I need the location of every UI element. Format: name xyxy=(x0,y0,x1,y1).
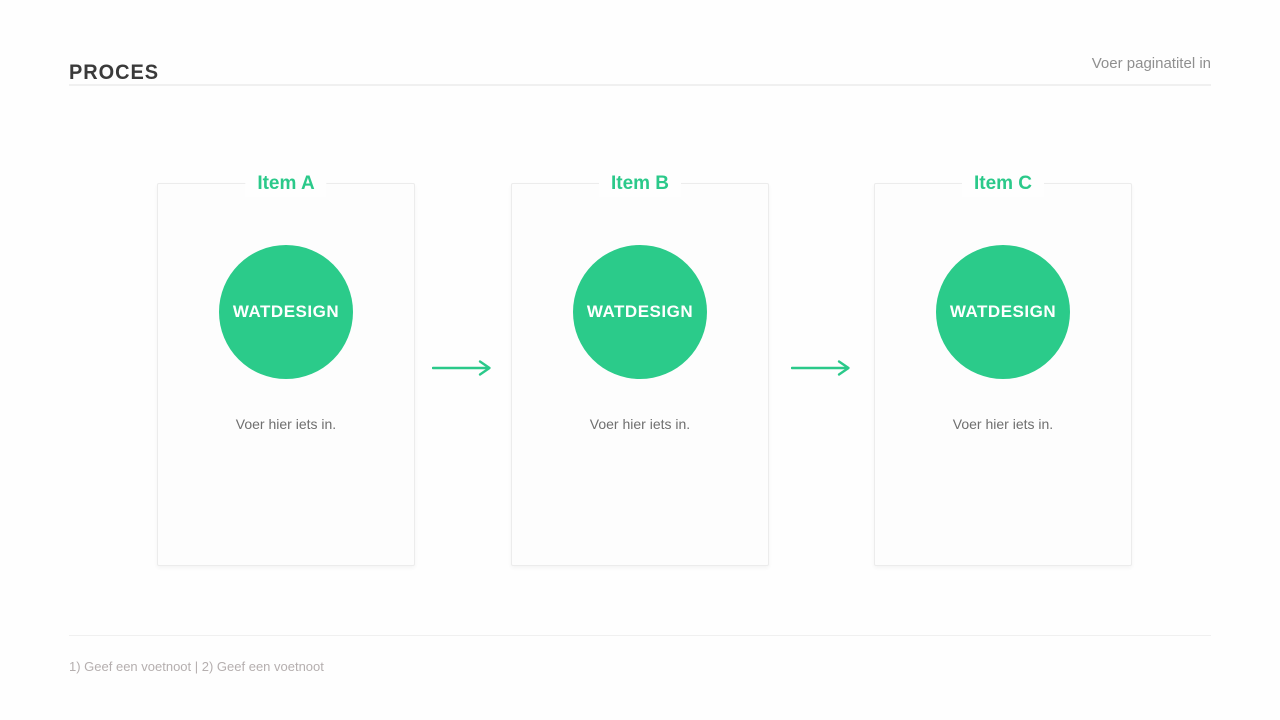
card-b-circle-text: WATDESIGN xyxy=(586,302,694,321)
card-b-label[interactable]: Item B xyxy=(598,171,682,197)
card-a-circle[interactable]: WATDESIGN xyxy=(219,245,353,379)
footer-divider xyxy=(69,635,1211,636)
card-b-circle[interactable]: WATDESIGN xyxy=(573,245,707,379)
footnote-placeholder[interactable]: 1) Geef een voetnoot | 2) Geef een voetn… xyxy=(69,659,324,674)
page-title-placeholder[interactable]: Voer paginatitel in xyxy=(1091,55,1211,72)
card-c-circle-text: WATDESIGN xyxy=(949,302,1057,321)
arrow-right-icon xyxy=(432,360,491,376)
process-card-a[interactable]: Item A WATDESIGN Voer hier iets in. xyxy=(157,171,415,566)
card-a-label[interactable]: Item A xyxy=(245,171,327,197)
header-divider xyxy=(69,84,1211,86)
card-c-label[interactable]: Item C xyxy=(961,171,1045,197)
process-card-b[interactable]: Item B WATDESIGN Voer hier iets in. xyxy=(511,171,769,566)
card-a-hint-placeholder[interactable]: Voer hier iets in. xyxy=(235,416,337,432)
card-a-circle-text: WATDESIGN xyxy=(232,302,340,321)
card-c-circle[interactable]: WATDESIGN xyxy=(936,245,1070,379)
slide-title: PROCES xyxy=(69,61,159,84)
card-b-hint-placeholder[interactable]: Voer hier iets in. xyxy=(589,416,691,432)
card-c-hint-placeholder[interactable]: Voer hier iets in. xyxy=(952,416,1054,432)
process-card-c[interactable]: Item C WATDESIGN Voer hier iets in. xyxy=(874,171,1132,566)
arrow-right-icon xyxy=(791,360,850,376)
